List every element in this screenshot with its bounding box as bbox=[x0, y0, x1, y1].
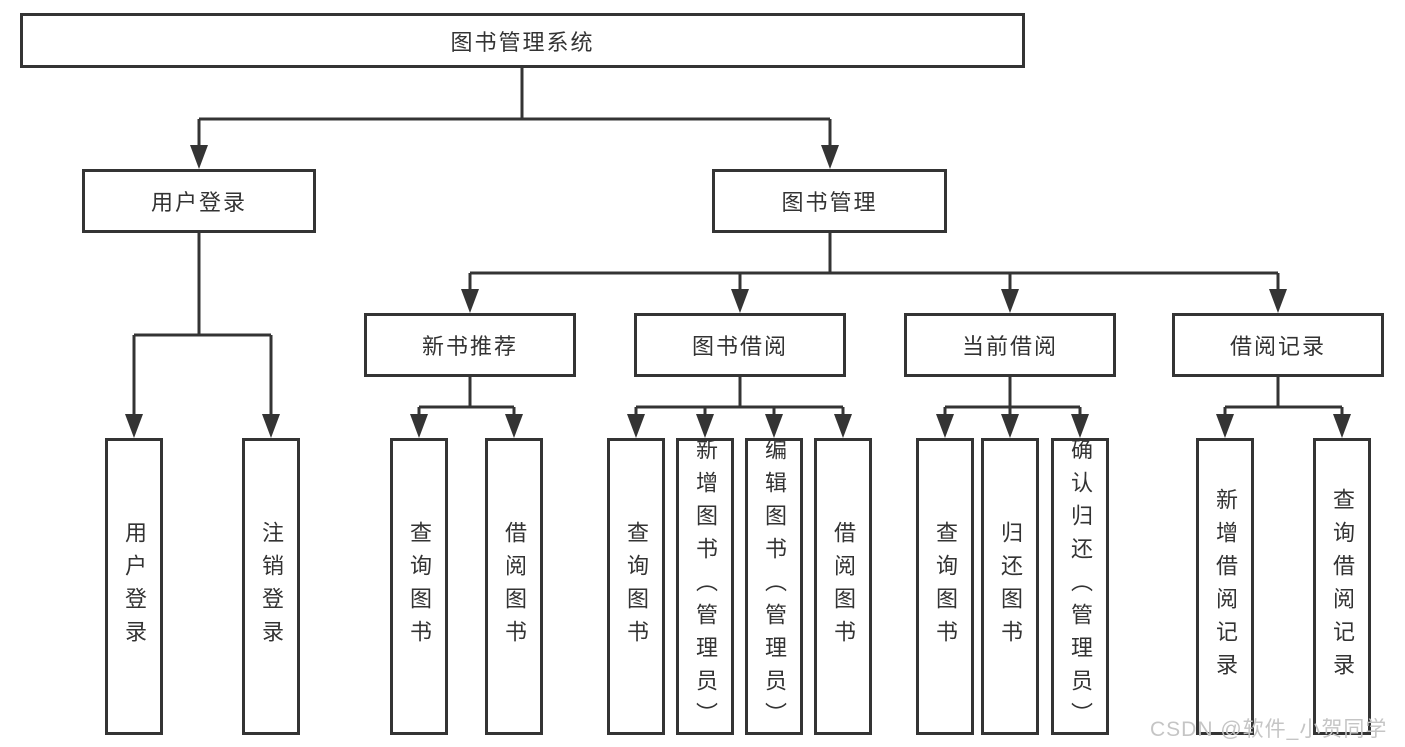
node-book-management-branch: 图书管理 bbox=[712, 169, 947, 233]
node-current-borrow: 当前借阅 bbox=[904, 313, 1116, 377]
node-label: 确认归还（管理员） bbox=[1068, 438, 1093, 735]
arrowhead bbox=[936, 414, 954, 438]
node-label: 图书管理 bbox=[781, 190, 878, 215]
node-label: 查询借阅记录 bbox=[1330, 487, 1355, 686]
arrowhead bbox=[461, 289, 479, 313]
node-label: 新增图书（管理员） bbox=[693, 438, 718, 735]
node-book-borrow: 图书借阅 bbox=[634, 313, 846, 377]
arrowhead bbox=[731, 289, 749, 313]
node-label: 归还图书 bbox=[998, 520, 1023, 653]
node-label: 图书管理系统 bbox=[450, 29, 595, 55]
node-label: 图书借阅 bbox=[691, 334, 788, 359]
node-borrow-records: 借阅记录 bbox=[1172, 313, 1384, 377]
csdn-watermark: CSDN @软件_小贺同学 bbox=[1150, 718, 1388, 741]
node-new-book-recommend: 新书推荐 bbox=[364, 313, 576, 377]
leaf-borrow-books-recommend: 借阅图书 bbox=[485, 438, 543, 735]
leaf-query-books-current: 查询图书 bbox=[916, 438, 974, 735]
leaf-borrow-books: 借阅图书 bbox=[814, 438, 872, 735]
arrowhead bbox=[190, 145, 208, 169]
node-label: 新增借阅记录 bbox=[1213, 487, 1238, 686]
leaf-confirm-return-admin: 确认归还（管理员） bbox=[1051, 438, 1109, 735]
node-label: 查询图书 bbox=[407, 520, 432, 653]
arrowhead bbox=[821, 145, 839, 169]
arrowhead bbox=[1001, 289, 1019, 313]
arrowhead bbox=[262, 414, 280, 438]
node-user-login-branch: 用户登录 bbox=[82, 169, 316, 233]
arrowhead bbox=[834, 414, 852, 438]
leaf-query-books-recommend: 查询图书 bbox=[390, 438, 448, 735]
leaf-logout: 注销登录 bbox=[242, 438, 300, 735]
leaf-add-borrow-record: 新增借阅记录 bbox=[1196, 438, 1254, 735]
arrowhead bbox=[505, 414, 523, 438]
leaf-add-books-admin: 新增图书（管理员） bbox=[676, 438, 734, 735]
node-label: 当前借阅 bbox=[961, 334, 1058, 359]
node-label: 新书推荐 bbox=[421, 334, 518, 359]
node-label: 用户登录 bbox=[150, 190, 247, 215]
arrowhead bbox=[125, 414, 143, 438]
node-label: 查询图书 bbox=[624, 520, 649, 653]
arrowhead bbox=[1333, 414, 1351, 438]
node-label: 用户登录 bbox=[122, 520, 147, 653]
leaf-query-books-borrow: 查询图书 bbox=[607, 438, 665, 735]
node-label: 查询图书 bbox=[933, 520, 958, 653]
arrowhead bbox=[765, 414, 783, 438]
arrowhead bbox=[627, 414, 645, 438]
node-root-library-system: 图书管理系统 bbox=[20, 13, 1025, 68]
arrowhead bbox=[1071, 414, 1089, 438]
arrowhead bbox=[696, 414, 714, 438]
node-label: 编辑图书（管理员） bbox=[762, 438, 787, 735]
arrowhead bbox=[1269, 289, 1287, 313]
leaf-edit-books-admin: 编辑图书（管理员） bbox=[745, 438, 803, 735]
arrowhead bbox=[410, 414, 428, 438]
node-label: 借阅图书 bbox=[502, 520, 527, 653]
leaf-query-borrow-record: 查询借阅记录 bbox=[1313, 438, 1371, 735]
node-label: 借阅图书 bbox=[831, 520, 856, 653]
node-label: 注销登录 bbox=[259, 520, 284, 653]
arrowhead bbox=[1216, 414, 1234, 438]
node-label: 借阅记录 bbox=[1229, 334, 1326, 359]
leaf-user-login: 用户登录 bbox=[105, 438, 163, 735]
leaf-return-books: 归还图书 bbox=[981, 438, 1039, 735]
arrowhead bbox=[1001, 414, 1019, 438]
